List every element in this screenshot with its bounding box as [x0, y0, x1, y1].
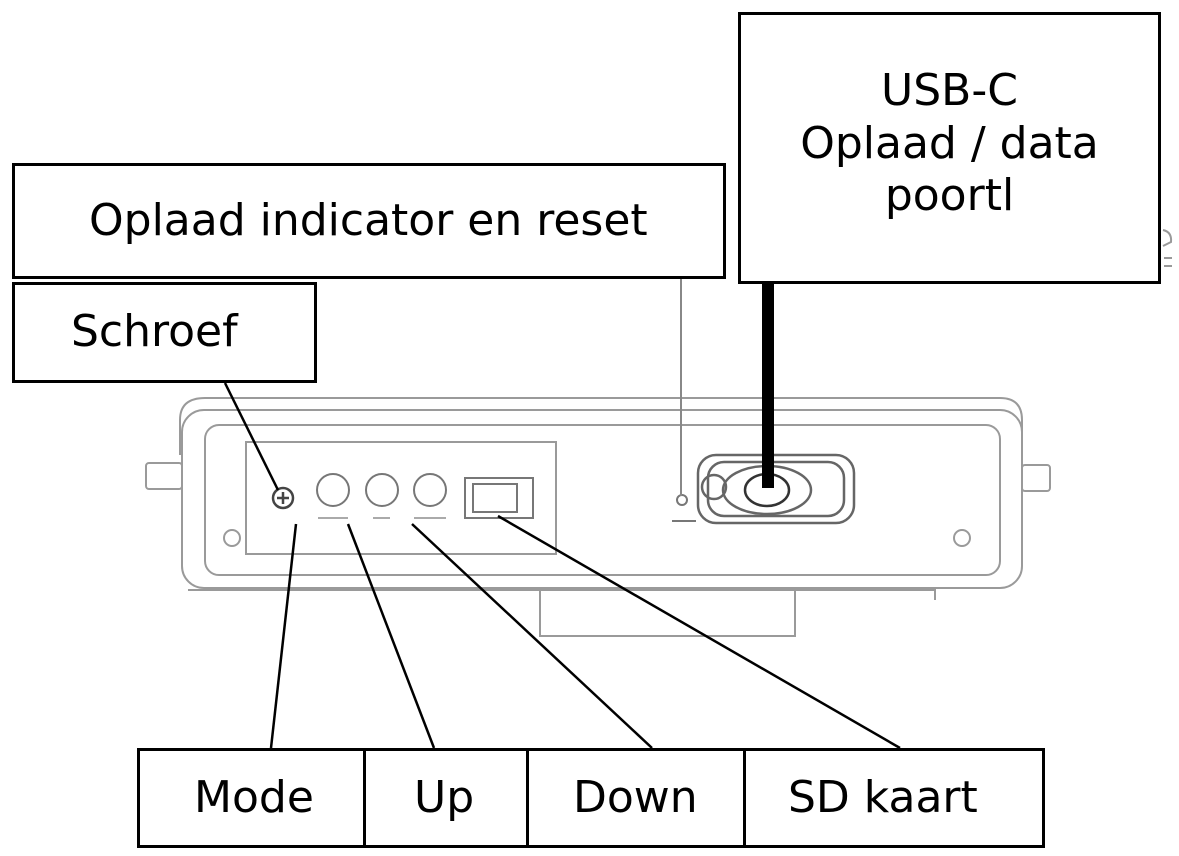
- leader-sd: [497, 514, 901, 750]
- up-button: [365, 473, 399, 507]
- edge-fragments: [1162, 229, 1173, 267]
- label-sd-card: SD kaart: [743, 748, 1045, 848]
- label-screw: Schroef: [12, 282, 317, 383]
- label-usb-c-port: USB-C Oplaad / data poortl: [738, 12, 1161, 284]
- label-sd-card-text: SD kaart: [788, 771, 978, 823]
- label-screw-text: Schroef: [71, 306, 238, 358]
- label-usb-c-line1: USB-C: [881, 64, 1018, 116]
- leader-up: [346, 523, 436, 749]
- usb-c-port: [696, 453, 856, 525]
- label-charge-indicator-reset-text: Oplaad indicator en reset: [89, 194, 648, 246]
- label-up-text: Up: [414, 771, 475, 823]
- label-mode: Mode: [137, 748, 367, 848]
- leader-lines: [223, 279, 901, 750]
- leader-mode: [269, 523, 298, 749]
- label-usb-c-line3: poortl: [884, 170, 1015, 222]
- label-charge-indicator-reset: Oplaad indicator en reset: [12, 163, 726, 279]
- panel-screw: [271, 486, 295, 510]
- leader-down: [411, 523, 653, 749]
- down-button: [413, 473, 447, 507]
- label-up: Up: [363, 748, 529, 848]
- label-down-text: Down: [573, 771, 698, 823]
- sd-card-slot: [464, 477, 534, 519]
- label-mode-text: Mode: [194, 771, 314, 823]
- leader-schroef: [223, 382, 280, 491]
- charge-indicator-led: [672, 494, 696, 522]
- device-body: [145, 397, 1051, 637]
- label-usb-c-line2: Oplaad / data: [800, 117, 1099, 169]
- reset-button: [316, 473, 350, 507]
- label-down: Down: [526, 748, 747, 848]
